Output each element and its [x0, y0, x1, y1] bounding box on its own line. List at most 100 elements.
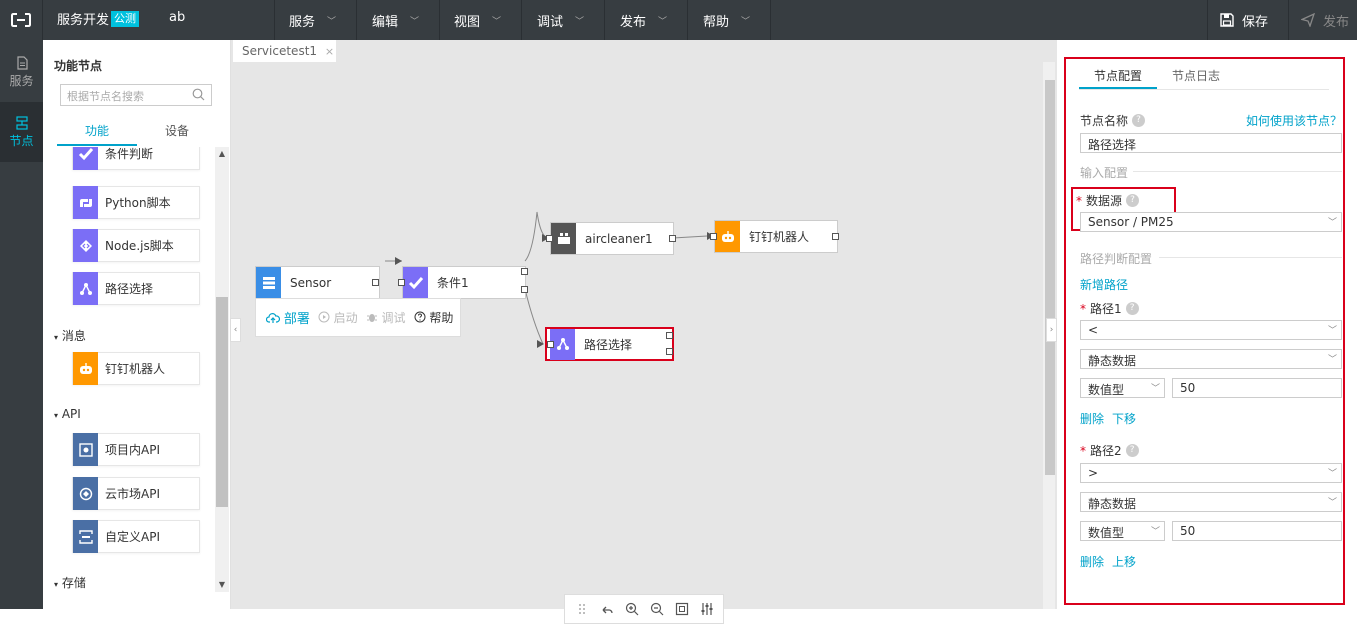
route-1-value-input[interactable]: 50: [1172, 378, 1342, 398]
list-item[interactable]: 钉钉机器人: [72, 352, 200, 385]
input-port[interactable]: [710, 233, 717, 240]
category-api[interactable]: ▾ API: [54, 407, 81, 421]
output-port[interactable]: [666, 332, 673, 339]
route-icon: [73, 272, 98, 305]
canvas-toolbar: [564, 594, 724, 624]
scroll-thumb[interactable]: [216, 297, 228, 507]
list-item[interactable]: 项目内API: [72, 433, 200, 466]
route-2-value-input[interactable]: 50: [1172, 521, 1342, 541]
help-button[interactable]: 帮助: [414, 309, 458, 326]
node-name-label: 节点名称 ?: [1080, 112, 1146, 129]
project-name[interactable]: ab: [169, 10, 186, 25]
field-label-text: 数据源: [1086, 194, 1123, 208]
tab-node-config[interactable]: 节点配置: [1079, 62, 1157, 89]
route-2-operator-select[interactable]: > ﹀: [1080, 463, 1342, 483]
node-context-bar: 部署 启动 调试 帮助: [255, 298, 461, 337]
node-dingtalk[interactable]: 钉钉机器人: [714, 220, 838, 253]
route-1-source-select[interactable]: 静态数据 ﹀: [1080, 349, 1342, 369]
output-port[interactable]: [666, 348, 673, 355]
document-icon: [16, 55, 28, 70]
nav-service[interactable]: 服务: [0, 42, 43, 102]
route-1-delete-link[interactable]: 删除: [1080, 412, 1105, 426]
menu-help[interactable]: 帮助 ﹀: [703, 0, 765, 40]
select-value: >: [1088, 466, 1099, 480]
list-item[interactable]: 云市场API: [72, 477, 200, 510]
publish-button[interactable]: 发布: [1301, 0, 1349, 40]
output-port[interactable]: [372, 279, 379, 286]
select-value: 静态数据: [1088, 497, 1137, 511]
tab-device[interactable]: 设备: [164, 124, 189, 138]
category-storage[interactable]: ▾ 存储: [54, 574, 86, 591]
panel-scrollbar[interactable]: ▲ ▼: [215, 147, 229, 592]
deploy-button[interactable]: 部署: [265, 308, 314, 327]
route-1-type-select[interactable]: 数值型 ﹀: [1080, 378, 1165, 398]
save-button[interactable]: 保存: [1220, 0, 1268, 40]
category-message[interactable]: ▾ 消息: [54, 327, 86, 344]
help-icon[interactable]: ?: [1125, 444, 1139, 457]
menu-debug[interactable]: 调试 ﹀: [537, 0, 599, 40]
start-button[interactable]: 启动: [318, 309, 362, 326]
datasource-select[interactable]: Sensor / PM25 ﹀: [1080, 212, 1342, 232]
help-icon[interactable]: ?: [1125, 302, 1139, 315]
menu-publish[interactable]: 发布 ﹀: [620, 0, 682, 40]
list-item[interactable]: 自定义API: [72, 520, 200, 553]
zoom-out-icon[interactable]: [650, 602, 664, 616]
node-aircleaner[interactable]: aircleaner1: [550, 222, 674, 255]
route-2-source-select[interactable]: 静态数据 ﹀: [1080, 492, 1342, 512]
category-label: 存储: [61, 576, 86, 590]
search-input[interactable]: 根据节点名搜索: [60, 84, 212, 106]
debug-button[interactable]: 调试: [366, 309, 410, 326]
nav-node[interactable]: 节点: [0, 102, 43, 162]
output-port[interactable]: [521, 286, 528, 293]
check-icon: [403, 267, 428, 298]
node-sensor[interactable]: Sensor: [255, 266, 380, 299]
collapse-left-panel-button[interactable]: ‹: [230, 318, 241, 342]
menu-service[interactable]: 服务 ﹀: [289, 0, 351, 40]
route-1-operator-select[interactable]: < ﹀: [1080, 320, 1342, 340]
scroll-down-icon[interactable]: ▼: [218, 580, 226, 589]
select-value: 数值型: [1088, 526, 1125, 540]
zoom-in-icon[interactable]: [625, 602, 639, 616]
list-item[interactable]: 路径选择: [72, 272, 200, 305]
output-port[interactable]: [521, 268, 528, 275]
route-2-delete-link[interactable]: 删除: [1080, 555, 1105, 569]
divider: [1133, 171, 1342, 172]
list-item[interactable]: Node.js脚本: [72, 229, 200, 262]
output-port[interactable]: [669, 235, 676, 242]
list-item-label: 钉钉机器人: [105, 362, 166, 376]
route-2-type-select[interactable]: 数值型 ﹀: [1080, 521, 1165, 541]
flow-canvas[interactable]: Sensor 条件1 aircleaner1 钉钉机器人: [231, 62, 1041, 624]
how-to-use-link[interactable]: 如何使用该节点？: [1246, 114, 1343, 128]
undo-icon[interactable]: [600, 602, 614, 616]
scroll-thumb[interactable]: [1045, 80, 1055, 475]
input-port[interactable]: [398, 279, 405, 286]
search-icon: [192, 88, 205, 101]
input-port[interactable]: [546, 235, 553, 242]
collapse-right-panel-button[interactable]: ›: [1046, 318, 1057, 342]
add-route-link[interactable]: 新增路径: [1080, 278, 1129, 292]
menu-view[interactable]: 视图 ﹀: [454, 0, 516, 40]
tab-node-log[interactable]: 节点日志: [1171, 69, 1220, 83]
node-condition[interactable]: 条件1: [402, 266, 526, 299]
settings-sliders-icon[interactable]: [700, 602, 714, 616]
scroll-up-icon[interactable]: ▲: [218, 149, 226, 158]
list-item[interactable]: 条件判断: [72, 147, 200, 170]
drag-handle-icon[interactable]: [575, 602, 589, 616]
input-port[interactable]: [547, 341, 554, 348]
menu-edit[interactable]: 编辑 ﹀: [372, 0, 434, 40]
tab-servicetest1[interactable]: Servicetest1 ×: [233, 40, 336, 62]
route-1-move-down-link[interactable]: 下移: [1112, 412, 1137, 426]
fit-icon[interactable]: [675, 602, 689, 616]
close-icon[interactable]: ×: [324, 45, 335, 58]
menu-label: 服务: [289, 14, 316, 30]
tab-function[interactable]: 功能: [57, 122, 137, 146]
output-port[interactable]: [832, 233, 839, 240]
list-item[interactable]: Python脚本: [72, 186, 200, 219]
required-mark: *: [1076, 193, 1082, 208]
node-route-selected[interactable]: 路径选择: [545, 327, 674, 361]
node-name-input[interactable]: 路径选择: [1080, 133, 1342, 153]
aliyun-logo-icon[interactable]: [0, 0, 42, 40]
help-icon[interactable]: ?: [1132, 114, 1146, 127]
help-icon[interactable]: ?: [1126, 194, 1140, 207]
route-2-move-up-link[interactable]: 上移: [1112, 555, 1137, 569]
